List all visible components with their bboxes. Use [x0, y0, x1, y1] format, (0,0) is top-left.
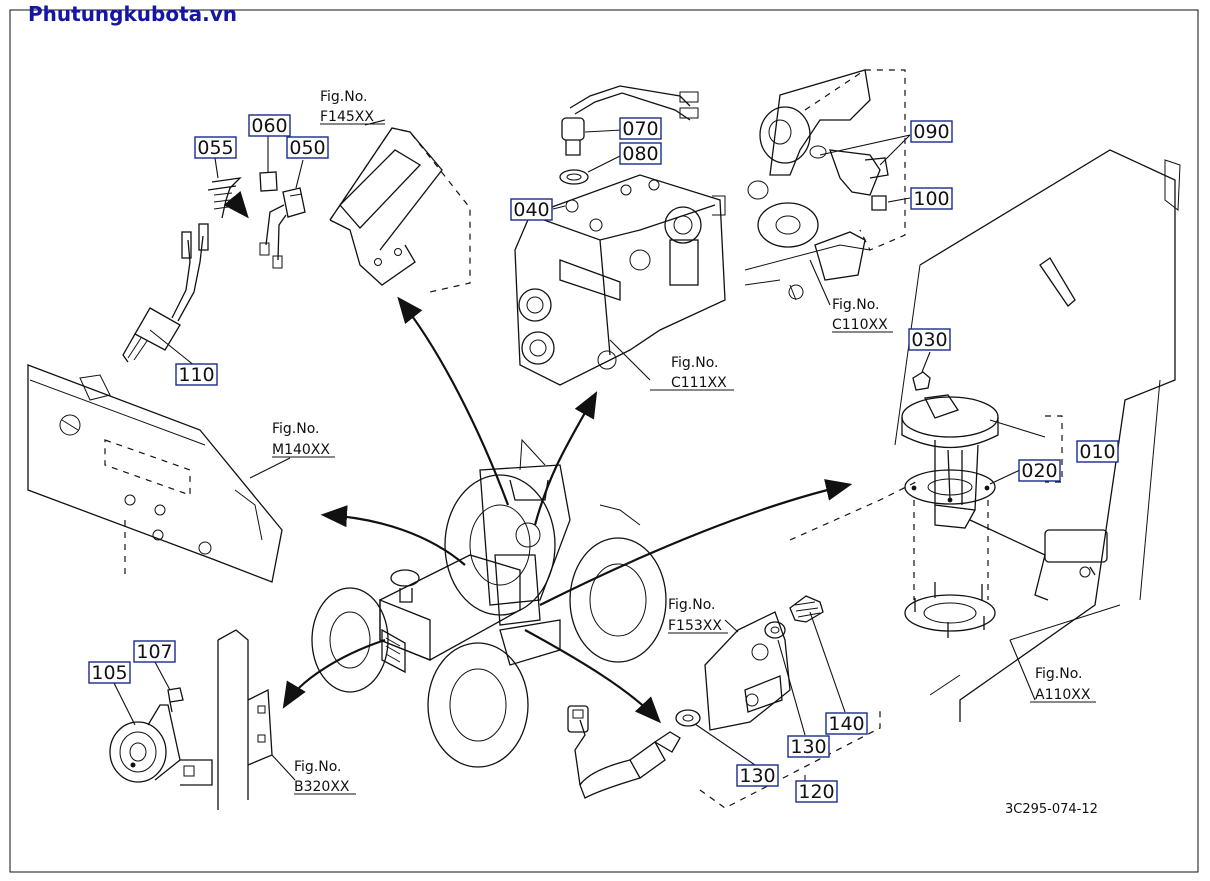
- fig-ref-f145: Fig.No. F145XX: [320, 89, 385, 125]
- callout-090: 090: [910, 120, 953, 143]
- callout-110: 110: [175, 363, 218, 386]
- callout-140: 140: [825, 712, 868, 735]
- fuel-tank-a110: [789, 149, 1181, 722]
- callout-060: 060: [248, 114, 291, 137]
- callout-105-text: 105: [91, 662, 127, 684]
- horn-105: [109, 687, 184, 783]
- fig-ref-f153: Fig.No. F153XX: [668, 597, 728, 634]
- left-body-panel: [27, 364, 283, 583]
- fig-ref-c110-code: C110XX: [832, 317, 888, 333]
- drawing-frame: [9, 9, 1199, 873]
- callout-010-text: 010: [1079, 441, 1115, 463]
- callout-055: 055: [194, 136, 237, 159]
- bracket-b320: [180, 629, 273, 810]
- callout-120-text: 120: [798, 781, 834, 803]
- callout-130-left-text: 130: [739, 765, 775, 787]
- callout-105: 105: [88, 661, 131, 684]
- callout-080-text: 080: [622, 143, 658, 165]
- fig-ref-a110-code: A110XX: [1035, 687, 1091, 703]
- fig-ref-c111: Fig.No. C111XX: [650, 355, 734, 391]
- watermark: Phutungkubota.vn: [28, 2, 237, 26]
- sensor-070: [559, 85, 699, 213]
- callout-060-text: 060: [251, 115, 287, 137]
- callout-040-text: 040: [513, 199, 549, 221]
- fig-ref-f145-label: Fig.No.: [320, 89, 368, 105]
- callout-140-text: 140: [828, 713, 864, 735]
- callout-050-text: 050: [289, 137, 325, 159]
- callout-090-text: 090: [913, 121, 949, 143]
- fig-ref-b320: Fig.No. B320XX: [294, 759, 356, 795]
- sensor-120: [567, 705, 701, 799]
- fuel-sender-unit: [901, 371, 1108, 638]
- callout-050: 050: [286, 136, 329, 159]
- fig-ref-a110: Fig.No. A110XX: [1030, 666, 1096, 703]
- leader-lines: [109, 119, 1046, 795]
- callout-107-text: 107: [136, 641, 172, 663]
- hose-055: [207, 177, 249, 219]
- callout-130-left: 130: [736, 764, 779, 787]
- fig-ref-f145-code: F145XX: [320, 109, 374, 125]
- callout-120: 120: [795, 780, 838, 803]
- fig-ref-m140-label: Fig.No.: [272, 421, 320, 437]
- fig-ref-m140: Fig.No. M140XX: [272, 421, 335, 458]
- callout-070-text: 070: [622, 118, 658, 140]
- fig-ref-m140-code: M140XX: [272, 442, 330, 458]
- valve-block-c111: [514, 174, 726, 386]
- callout-130-right: 130: [787, 735, 830, 758]
- callout-110-text: 110: [178, 364, 214, 386]
- callout-010: 010: [1076, 440, 1119, 463]
- bracket-f153: [704, 611, 791, 731]
- bracket-f145: [329, 127, 471, 293]
- engine-side-c110: [744, 69, 906, 301]
- group-line-120: [699, 708, 881, 809]
- fig-ref-c110-label: Fig.No.: [832, 297, 880, 313]
- callout-100: 100: [910, 187, 953, 210]
- switch-140: [764, 595, 824, 639]
- fig-ref-c111-code: C111XX: [671, 375, 727, 391]
- fig-ref-f153-code: F153XX: [668, 618, 722, 634]
- callout-040: 040: [510, 198, 553, 221]
- fig-ref-c111-label: Fig.No.: [671, 355, 719, 371]
- switch-050: [259, 171, 306, 269]
- callout-030-text: 030: [911, 329, 947, 351]
- location-arrows: [282, 296, 853, 724]
- fig-ref-b320-label: Fig.No.: [294, 759, 342, 775]
- callout-080: 080: [619, 142, 662, 165]
- callout-020: 020: [1018, 459, 1061, 482]
- callout-030: 030: [908, 328, 951, 351]
- tractor-illustration: [311, 438, 667, 768]
- fig-ref-b320-code: B320XX: [294, 779, 350, 795]
- callout-070: 070: [619, 117, 662, 140]
- fig-ref-c110: Fig.No. C110XX: [832, 297, 893, 333]
- callout-107: 107: [133, 640, 176, 663]
- callout-100-text: 100: [913, 188, 949, 210]
- callout-020-text: 020: [1021, 460, 1057, 482]
- fig-ref-a110-label: Fig.No.: [1035, 666, 1083, 682]
- callout-055-text: 055: [197, 137, 233, 159]
- drawing-code: 3C295-074-12: [1005, 802, 1098, 817]
- sensor-110: [122, 223, 209, 363]
- fig-ref-f153-label: Fig.No.: [668, 597, 716, 613]
- callout-130-right-text: 130: [790, 736, 826, 758]
